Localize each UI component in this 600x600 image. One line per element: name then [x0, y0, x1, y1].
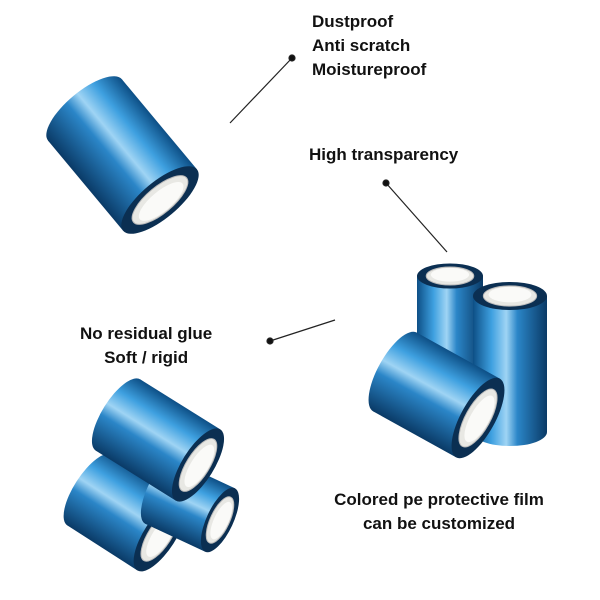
film-roll — [46, 76, 199, 234]
film-roll — [368, 331, 505, 459]
feature-list-top: Dustproof Anti scratch Moistureproof — [312, 10, 426, 82]
feature-list-left: No residual glue Soft / rigid — [80, 322, 212, 370]
pointer-lines — [229, 54, 448, 345]
feature-moistureproof: Moistureproof — [312, 60, 427, 79]
feature-soft-rigid: Soft / rigid — [104, 348, 189, 367]
film-roll — [417, 263, 483, 373]
feature-no-residual-glue: No residual glue — [80, 324, 213, 343]
feature-anti-scratch: Anti scratch — [312, 36, 411, 55]
caption-line-2: can be customized — [362, 514, 516, 533]
caption: Colored pe protective film can be custom… — [328, 488, 550, 536]
caption-line-1: Colored pe protective film — [334, 490, 544, 509]
feature-dustproof: Dustproof — [312, 12, 394, 31]
film-roll — [91, 378, 225, 502]
feature-high-transparency: High transparency — [309, 145, 459, 164]
